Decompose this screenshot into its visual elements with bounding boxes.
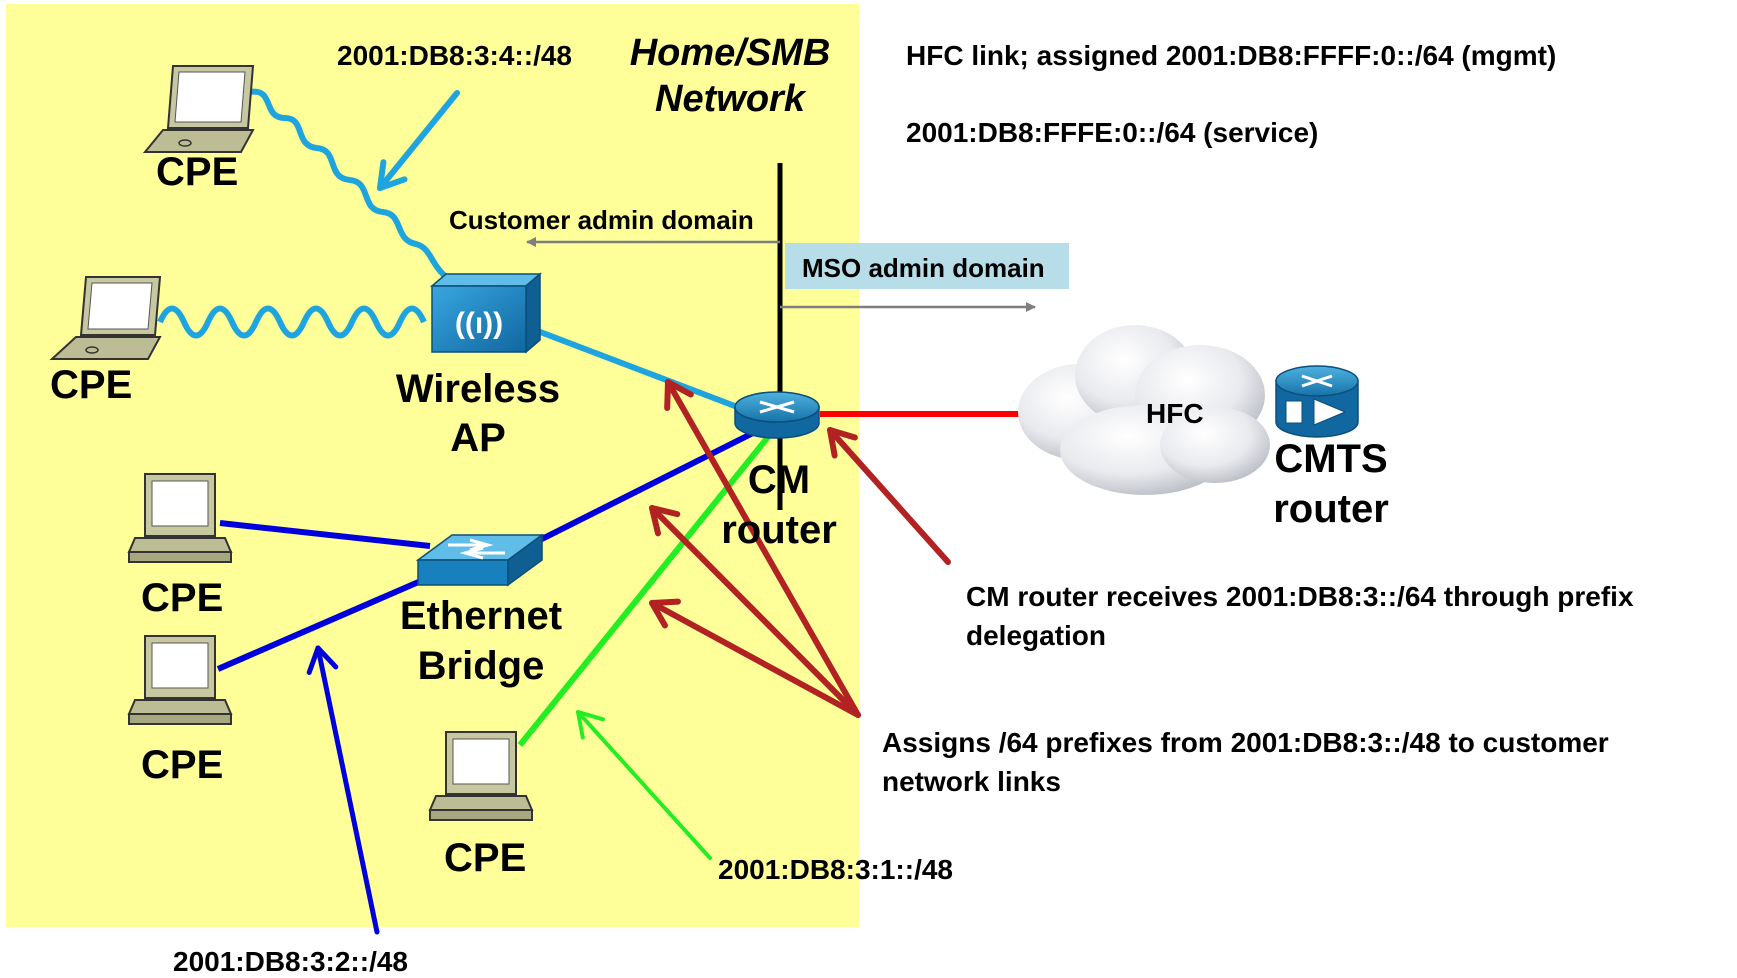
hfc-service-prefix: 2001:DB8:FFFE:0::/64 (service) <box>906 117 1319 148</box>
cpe-laptop-1 <box>142 65 255 153</box>
assign-arrow-2 <box>649 505 861 718</box>
cpe-laptop-2 <box>49 276 162 360</box>
delegation-note-line1: CM router receives 2001:DB8:3::/64 throu… <box>966 581 1634 612</box>
cpe-label-4: CPE <box>141 743 224 787</box>
prefix-green: 2001:DB8:3:1::/48 <box>718 854 953 885</box>
cmts-router-label-line2: router <box>1273 487 1389 531</box>
cpe-desktop-3 <box>127 473 233 563</box>
hfc-mgmt-prefix: HFC link; assigned 2001:DB8:FFFF:0::/64 … <box>906 40 1557 71</box>
cmts-router-label-line1: CMTS <box>1274 437 1388 481</box>
link-wap-cm <box>533 327 742 411</box>
wireless-ap-label: Wireless AP <box>396 365 560 463</box>
hfc-cloud <box>1018 325 1270 495</box>
assign-arrow-3 <box>649 598 861 718</box>
svg-text:((ı)): ((ı)) <box>455 307 503 340</box>
home-network-title-line1: Home/SMB <box>629 32 831 74</box>
assign-note-line1: Assigns /64 prefixes from 2001:DB8:3::/4… <box>882 727 1609 758</box>
ethernet-bridge-label-line1: Ethernet <box>399 594 563 638</box>
home-network-title-line2: Network <box>655 78 805 120</box>
customer-domain-label: Customer admin domain <box>449 205 754 235</box>
ethernet-bridge-label: Ethernet Bridge <box>400 591 562 691</box>
wireless-link-cpe1 <box>249 88 452 283</box>
link-ethernet-cpe3 <box>219 520 431 549</box>
assign-note-line2: network links <box>882 766 1061 797</box>
cmts-router-icon <box>1275 365 1359 438</box>
hfc-cloud-label: HFC <box>1146 398 1204 429</box>
cm-router-icon <box>734 391 820 439</box>
cmts-router-label: CMTS router <box>1273 434 1389 534</box>
wireless-ap-label-line2: AP <box>450 416 506 460</box>
cpe-desktop-5 <box>428 731 534 821</box>
ethernet-bridge-icon <box>415 533 545 587</box>
prefix-wireless: 2001:DB8:3:4::/48 <box>337 40 572 71</box>
blue-prefix-arrow <box>306 645 380 935</box>
assign-note: Assigns /64 prefixes from 2001:DB8:3::/4… <box>882 723 1609 801</box>
green-prefix-arrow <box>576 710 712 860</box>
mso-domain-box <box>785 243 1069 289</box>
cm-router-label-line2: router <box>721 508 837 552</box>
wireless-ap-icon: ((ı)) <box>429 272 543 354</box>
delegation-note: CM router receives 2001:DB8:3::/64 throu… <box>966 577 1634 655</box>
delegation-note-line2: delegation <box>966 620 1107 651</box>
wireless-link-cpe2 <box>157 305 427 339</box>
assign-arrow-1 <box>664 379 861 718</box>
wireless-prefix-arrow <box>377 90 460 191</box>
ethernet-bridge-label-line2: Bridge <box>417 644 545 688</box>
wireless-ap-label-line1: Wireless <box>395 367 561 411</box>
prefix-blue: 2001:DB8:3:2::/48 <box>173 946 408 977</box>
cm-router-label-line1: CM <box>747 458 811 502</box>
cpe-label-1: CPE <box>156 150 239 194</box>
delegation-arrow <box>827 427 951 565</box>
link-ethernet-cpe4 <box>216 574 432 672</box>
home-network-title: Home/SMB Network <box>610 30 850 122</box>
cpe-label-3: CPE <box>141 576 224 620</box>
mso-domain-label: MSO admin domain <box>802 253 1045 283</box>
cpe-desktop-4 <box>127 635 233 725</box>
link-cm-ethernet <box>518 429 757 553</box>
cm-router-label: CM router <box>721 455 837 555</box>
cpe-label-2: CPE <box>50 363 133 407</box>
cpe-label-5: CPE <box>444 836 527 880</box>
